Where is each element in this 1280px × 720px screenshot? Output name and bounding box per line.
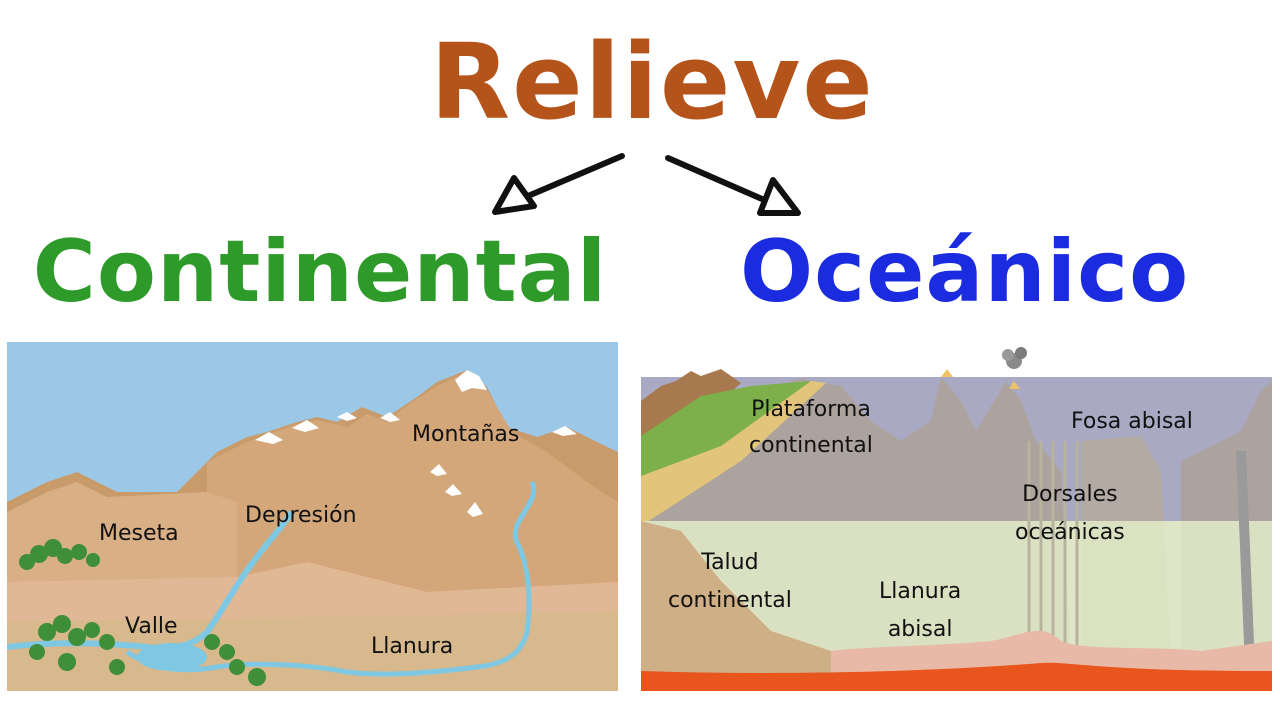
label-talud-line2: continental [668, 588, 792, 613]
label-llanura-line1: Llanura [879, 579, 962, 604]
label-meseta: Meseta [99, 521, 179, 546]
label-llanura-line2: abisal [887, 617, 953, 642]
label-llanura-abisal: Llanura abisal [879, 579, 961, 643]
label-plataforma-continental: Plataforma continental [749, 397, 873, 459]
label-talud-line1: Talud [701, 550, 759, 575]
continental-relief-illustration: Montañas Depresión Meseta Valle Llanura [7, 342, 618, 691]
diagram-title: Relieve [430, 21, 875, 143]
oceanic-relief-illustration: Plataforma continental Fosa abisal Dorsa… [641, 341, 1272, 691]
arrow-right-icon [665, 155, 801, 216]
label-talud-continental: Talud continental [668, 550, 792, 614]
arrow-left-icon [492, 153, 625, 215]
branch-oceanico: Oceánico [740, 222, 1190, 322]
branch-continental: Continental [32, 222, 608, 322]
label-dorsales-line1: Dorsales [1022, 482, 1118, 507]
ridge-lines [1027, 441, 1079, 661]
label-fosa-abisal: Fosa abisal [1071, 409, 1193, 434]
trees [19, 539, 266, 686]
label-plataforma-line2: continental [749, 433, 873, 458]
arrows [492, 153, 801, 216]
label-dorsales-line2: oceánicas [1015, 520, 1125, 545]
label-llanura: Llanura [371, 634, 454, 659]
continental-landscape [7, 342, 618, 691]
oceanic-cross-section [641, 341, 1272, 691]
label-montanas: Montañas [412, 422, 520, 447]
label-valle: Valle [125, 614, 178, 639]
label-dorsales-oceanicas: Dorsales oceánicas [1015, 482, 1125, 546]
label-plataforma-line1: Plataforma [751, 397, 871, 422]
label-depresion: Depresión [245, 503, 357, 528]
